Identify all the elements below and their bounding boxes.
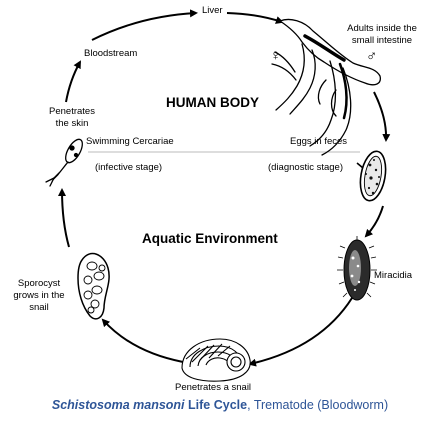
label-liver: Liver	[202, 5, 223, 16]
label-penetrates-skin: Penetrates the skin	[44, 106, 100, 130]
arrow-cercaria-to-bloodstream	[65, 60, 81, 103]
region-human-body: HUMAN BODY	[166, 95, 259, 110]
label-sporocyst-line3: snail	[29, 302, 49, 313]
label-penetrates-skin-line1: Penetrates	[49, 106, 95, 117]
label-adults: Adults inside the small intestine	[336, 23, 428, 47]
label-bloodstream: Bloodstream	[84, 48, 138, 59]
label-eggs-in-feces: Eggs in feces	[290, 136, 348, 147]
caption-separator: ,	[247, 398, 254, 412]
cycle-arrows	[58, 9, 391, 367]
label-sporocyst: Sporocyst grows in the snail	[3, 278, 75, 314]
label-penetrates-snail: Penetrates a snail	[175, 382, 252, 393]
arrow-liver-to-adults	[226, 12, 284, 24]
arrow-eggs-to-miracidia	[364, 205, 384, 238]
figure-caption: Schistosoma mansoni Life Cycle, Trematod…	[0, 398, 440, 412]
egg-icon	[356, 150, 387, 202]
label-sporocyst-line2: grows in the	[13, 290, 65, 301]
label-diagnostic-stage: (diagnostic stage)	[268, 162, 343, 173]
label-infective-stage: (infective stage)	[95, 162, 163, 173]
arrow-bloodstream-to-liver	[91, 9, 198, 41]
arrow-adults-to-eggs	[373, 91, 391, 142]
arrow-snail-to-sporocyst	[101, 318, 184, 363]
label-penetrates-skin-line2: the skin	[55, 118, 89, 129]
label-sporocyst-line1: Sporocyst	[17, 278, 61, 289]
label-adults-line1: Adults inside the	[347, 23, 417, 34]
label-adults-line2: small intestine	[351, 35, 413, 46]
female-symbol: ♀	[270, 47, 282, 64]
region-aquatic-environment: Aquatic Environment	[142, 231, 278, 246]
caption-species: Schistosoma mansoni	[51, 398, 185, 412]
cercaria-icon	[45, 138, 83, 187]
snail-icon	[181, 338, 251, 382]
arrow-miracidia-to-snail	[248, 297, 353, 367]
arrow-sporocyst-to-cercaria	[58, 188, 70, 248]
male-symbol: ♂	[366, 48, 378, 65]
caption-group: Trematode (Bloodworm)	[253, 398, 389, 412]
sporocyst-icon	[77, 252, 110, 320]
adult-worm-pair-icon	[271, 18, 381, 156]
label-swimming-cercariae: Swimming Cercariae	[86, 136, 174, 147]
label-miracidia: Miracidia	[374, 270, 413, 281]
miracidium-icon	[337, 236, 377, 301]
caption-title-rest: Life Cycle	[184, 398, 248, 412]
